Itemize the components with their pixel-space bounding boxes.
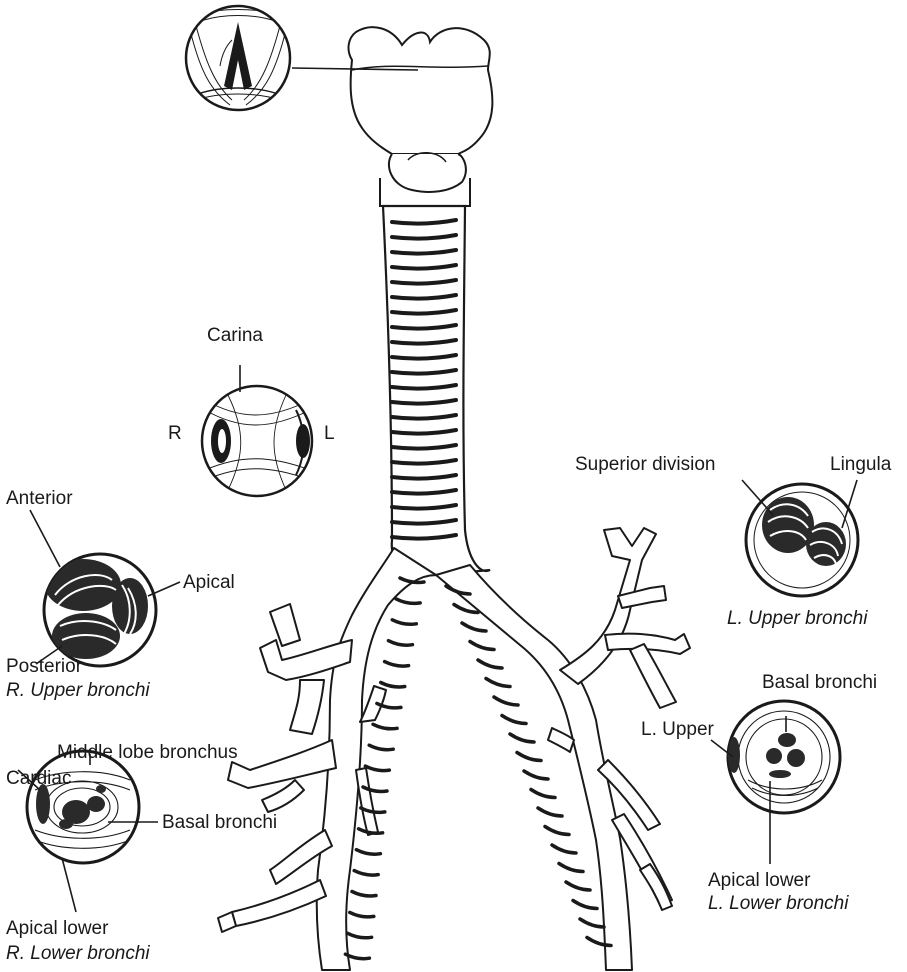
cartilage-ring	[531, 790, 555, 798]
r-upper-bronchi-caption: R. Upper bronchi	[6, 681, 150, 700]
left-side-label: L	[324, 424, 335, 443]
left-basal-bronchi-label: Basal bronchi	[762, 673, 877, 692]
cartilage-ring	[552, 845, 576, 853]
cartilage-ring	[580, 919, 604, 927]
anterior-label: Anterior	[6, 489, 73, 508]
cartilage-ring	[396, 599, 420, 604]
glottis-view-inset	[186, 6, 290, 110]
cartilage-ring	[566, 882, 590, 890]
l-upper-bronchi-inset	[746, 484, 858, 596]
cartilage-ring	[356, 850, 380, 855]
posterior-label: Posterior	[6, 657, 82, 676]
cartilage-ring	[494, 697, 518, 705]
cartilage-ring	[524, 771, 548, 779]
apical-label: Apical	[183, 573, 235, 592]
left-bronchial-tree	[436, 528, 690, 970]
right-apical-lower-label: Apical lower	[6, 919, 108, 938]
right-side-label: R	[168, 424, 182, 443]
right-apical-lower-leader-line	[62, 858, 76, 912]
anterior-leader-line	[30, 510, 60, 567]
l-lower-bronchi-caption: L. Lower bronchi	[708, 894, 848, 913]
cartilage-ring	[348, 933, 372, 938]
cartilage-ring	[350, 912, 374, 917]
r-upper-bronchi-inset	[44, 554, 156, 666]
larynx	[349, 27, 493, 206]
cartilage-ring	[392, 620, 416, 625]
cartilage-ring	[462, 623, 486, 631]
carina-view-inset	[202, 386, 312, 496]
cartilage-ring	[559, 864, 583, 872]
right-bronchial-tree	[218, 548, 436, 970]
cardiac-label: Cardiac	[6, 769, 71, 788]
cartilage-ring	[352, 892, 376, 897]
cartilage-ring	[486, 679, 510, 687]
cartilage-ring	[369, 745, 393, 750]
lingula-label: Lingula	[830, 455, 891, 474]
right-basal-bronchi-label: Basal bronchi	[162, 813, 277, 832]
cartilage-ring	[354, 871, 378, 876]
cartilage-ring	[538, 808, 562, 816]
cartilage-ring	[373, 724, 397, 729]
carina-label: Carina	[207, 326, 263, 345]
cartilage-ring	[470, 642, 494, 650]
trachea	[383, 206, 490, 575]
middle-lobe-label: Middle lobe bronchus	[57, 743, 238, 762]
cartilage-ring	[573, 901, 597, 909]
cartilage-ring	[478, 660, 502, 668]
left-apical-lower-label: Apical lower	[708, 871, 810, 890]
l-upper-bronchi-caption: L. Upper bronchi	[727, 609, 867, 628]
l-upper-label: L. Upper	[641, 720, 714, 739]
cartilage-ring	[502, 716, 526, 724]
l-lower-bronchi-inset	[728, 701, 840, 813]
r-lower-bronchi-caption: R. Lower bronchi	[6, 944, 150, 963]
cartilage-ring	[381, 683, 405, 688]
cartilage-ring	[545, 827, 569, 835]
cartilage-ring	[388, 641, 412, 646]
cartilage-ring	[510, 734, 534, 742]
superior-division-label: Superior division	[575, 455, 715, 474]
cartilage-ring	[365, 766, 389, 771]
cartilage-ring	[385, 662, 409, 667]
cartilage-ring	[517, 753, 541, 761]
